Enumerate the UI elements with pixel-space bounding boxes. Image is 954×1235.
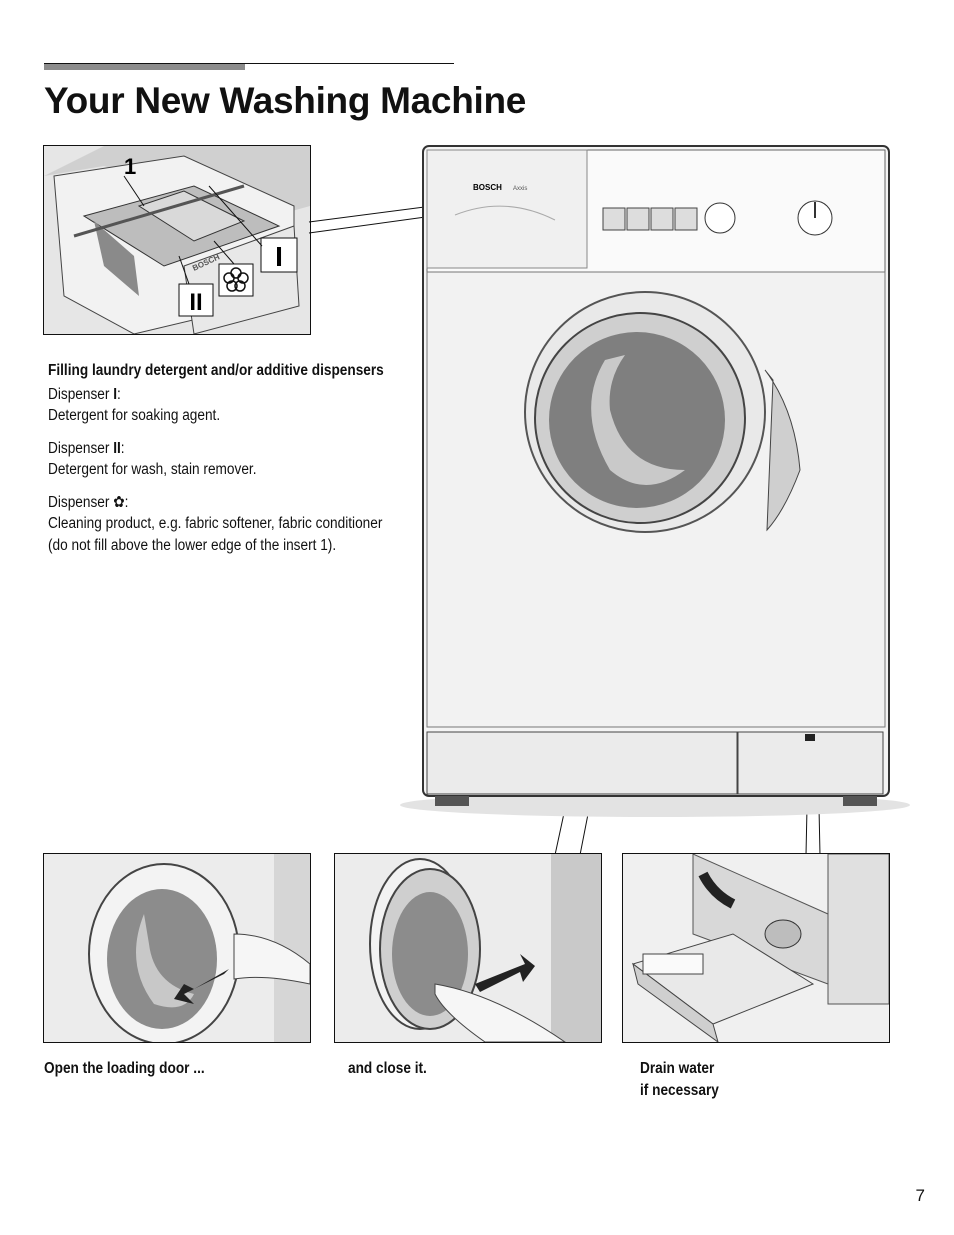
dispenser-I-item: Dispenser I: Detergent for soaking agent… (48, 384, 391, 427)
model-label: Axxis (513, 186, 527, 192)
insert-number: 1 (124, 154, 136, 179)
item-mark: I (113, 385, 117, 403)
dispenser-description: Filling laundry detergent and/or additiv… (48, 360, 391, 567)
item-prefix: Dispenser (48, 493, 114, 511)
dispenser-softener-item: Dispenser ✿: Cleaning product, e.g. fabr… (48, 492, 391, 557)
drain-water-figure (622, 853, 890, 1043)
item-text: Cleaning product, e.g. fabric softener, … (48, 515, 383, 554)
item-prefix: Dispenser (48, 385, 114, 403)
item-mark: II (113, 439, 121, 457)
page-title: Your New Washing Machine (44, 80, 527, 121)
flower-icon: ✿ (113, 493, 125, 511)
brand-label: BOSCH (473, 183, 502, 192)
caption-drain-water: Drain water if necessary (640, 1058, 719, 1102)
label-I: I (275, 241, 283, 272)
page-number: 7 (915, 1186, 925, 1205)
item-suffix: : (116, 385, 121, 403)
header-rule-thin (44, 63, 454, 64)
item-prefix: Dispenser (48, 439, 114, 457)
flower-icon (223, 267, 249, 292)
caption-close-door: and close it. (348, 1060, 427, 1077)
washing-machine-figure: BOSCH Axxis (395, 140, 915, 820)
item-text: Detergent for wash, stain remover. (48, 461, 257, 478)
item-text: Detergent for soaking agent. (48, 407, 221, 424)
dispenser-drawer-figure: I II 1 BOSCH (43, 145, 311, 335)
caption-drain-line2: if necessary (640, 1082, 719, 1099)
label-II: II (189, 289, 202, 316)
description-heading: Filling laundry detergent and/or additiv… (48, 362, 384, 379)
open-door-figure (43, 853, 311, 1043)
item-suffix: : (120, 439, 125, 457)
item-suffix: : (124, 493, 129, 511)
close-door-figure (334, 853, 602, 1043)
caption-drain-line1: Drain water (640, 1060, 715, 1077)
header-rule-thick (44, 64, 245, 70)
dispenser-II-item: Dispenser II: Detergent for wash, stain … (48, 438, 391, 481)
caption-open-door: Open the loading door ... (44, 1060, 205, 1077)
